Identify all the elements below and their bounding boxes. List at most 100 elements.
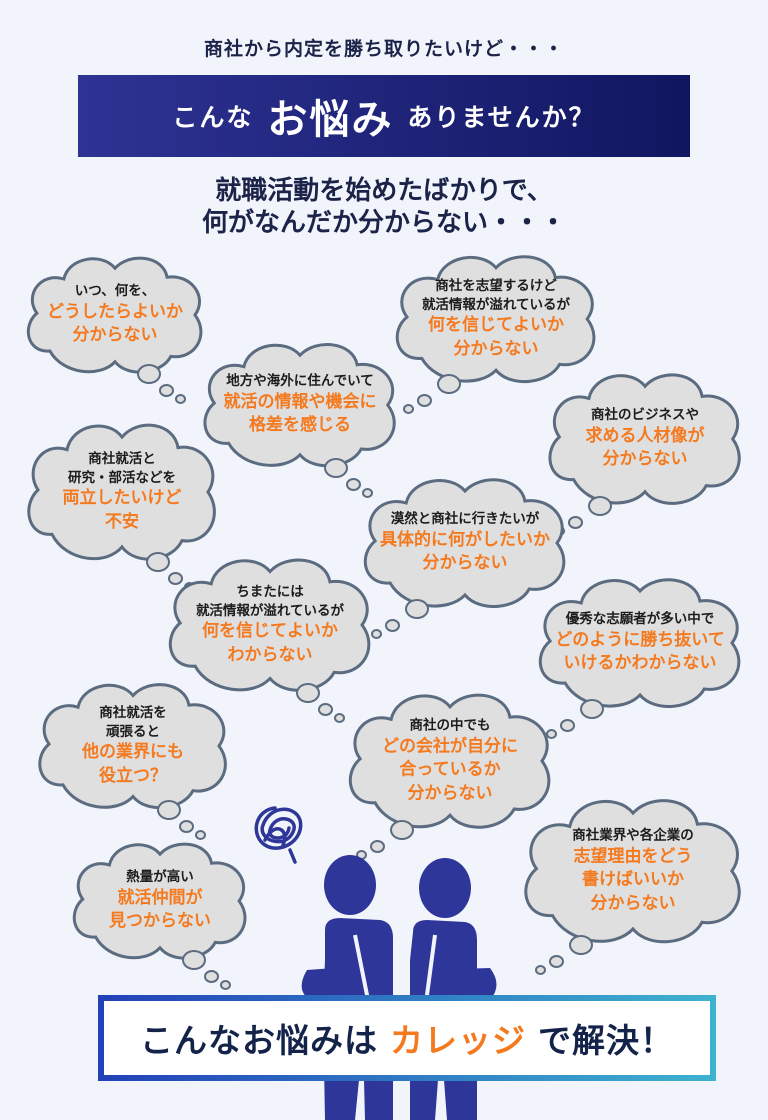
thought-cloud: いつ、何を、どうしたらよいか分からない — [22, 252, 208, 404]
thought-cloud: ちまたには就活情報が溢れているが何を信じてよいかわからない — [163, 553, 377, 723]
cloud-tail-bubble — [204, 970, 220, 983]
cloud-text-orange: 両立したいけど — [62, 488, 182, 509]
cloud-text-orange: わからない — [227, 644, 313, 665]
cloud-tail-bubble — [295, 683, 320, 703]
cloud-text: ちまたには就活情報が溢れているが何を信じてよいかわからない — [163, 583, 377, 667]
cloud-shape — [163, 553, 377, 697]
cloud-tail-bubble — [220, 980, 232, 990]
cloud-text-orange: 役立つ？ — [99, 765, 167, 786]
cloud-shape — [358, 473, 572, 613]
thought-cloud: 熱量が高い就活仲間が見つからない — [68, 838, 252, 990]
thought-cloud: 優秀な志願者が多い中でどのように勝ち抜いていけるかわからない — [533, 573, 747, 739]
cloud-text-orange: 志望理由をどう — [573, 846, 693, 867]
cloud-shape — [68, 838, 252, 964]
brand-name: カレッジ — [390, 1021, 526, 1060]
cloud-tail-bubble — [333, 713, 345, 723]
headline-banner: こんな お悩み ありませんか？ — [78, 75, 690, 157]
cloud-text: 商社就活を頑張ると他の業界にも役立つ？ — [33, 704, 233, 788]
cloud-tail-bubble — [324, 458, 349, 478]
cloud-text-black: 地方や海外に住んでいて — [226, 373, 374, 390]
cloud-text-black: 商社就活を — [99, 704, 167, 721]
cloud-text-orange: 何を信じてよいか — [202, 621, 338, 642]
cloud-shape — [22, 418, 222, 566]
cloud-text-orange: 何を信じてよいか — [428, 315, 564, 336]
cloud-tail-bubble — [175, 394, 187, 404]
banner-big: お悩み — [267, 97, 394, 143]
cloud-text-orange: どのように勝ち抜いて — [555, 629, 725, 650]
cloud-text-orange: 具体的に何がしたいか — [380, 529, 550, 550]
cloud-tail-bubble — [546, 729, 558, 739]
cloud-text-orange: 見つからない — [109, 911, 211, 932]
cloud-tail-bubble — [416, 394, 432, 407]
cloud-text-black: いつ、何を、 — [74, 283, 156, 300]
cloud-tail-bubble — [195, 830, 206, 840]
cloud-tail-bubble — [402, 404, 414, 414]
subtitle-line-1: 就職活動を始めたばかりで、 — [215, 176, 553, 206]
cloud-text: 漠然と商社に行きたいが具体的に何がしたいか分からない — [358, 510, 572, 576]
thought-cloud: 商社業界や各企業の志望理由をどう書けばいいか分からない — [518, 793, 748, 975]
cloud-text: 商社の中でもどの会社が自分に合っているか分からない — [343, 717, 557, 806]
cloud-shape — [390, 250, 602, 388]
cloud-tail-bubble — [436, 374, 461, 394]
cloud-text-orange: 分からない — [590, 893, 676, 914]
cloud-text-black: ちまたには — [236, 583, 304, 600]
cloud-tail-bubble — [179, 820, 194, 833]
banner-post: ありませんか？ — [407, 103, 596, 132]
cloud-text-black: 研究・部活などを — [68, 469, 176, 486]
cloud-tail-bubble — [157, 800, 181, 820]
cloud-shape — [198, 338, 402, 472]
tangled-thought-icon — [254, 806, 303, 864]
cloud-text-black: 商社就活と — [88, 450, 156, 467]
cloud-tail-bubble — [568, 935, 593, 955]
cloud-tail-bubble — [390, 820, 415, 840]
thought-cloud: 商社就活を頑張ると他の業界にも役立つ？ — [33, 678, 233, 840]
cloud-text-black: 熱量が高い — [126, 869, 194, 886]
cloud-text-orange: 合っているか — [399, 759, 501, 780]
cloud-text-black: 就活情報が溢れているが — [421, 296, 571, 313]
cloud-text-orange: 書けばいいか — [582, 869, 684, 890]
cloud-text-orange: いけるかわからない — [563, 653, 717, 674]
cloud-text-orange: 格差を感じる — [249, 415, 351, 436]
cloud-tail-bubble — [146, 552, 170, 572]
cloud-text-orange: どの会社が自分に — [382, 736, 518, 757]
cloud-text-orange: どうしたらよいか — [47, 301, 183, 322]
thought-cloud: 商社就活と研究・部活などを両立したいけど不安 — [22, 418, 222, 592]
thought-cloud: 商社を志望するけど就活情報が溢れているが何を信じてよいか分からない — [390, 250, 602, 414]
cloud-tail-bubble — [534, 965, 546, 975]
cloud-text: 地方や海外に住んでいて就活の情報や機会に格差を感じる — [198, 372, 402, 438]
cloud-text-orange: 分からない — [453, 338, 539, 359]
cloud-tail-bubble — [580, 699, 605, 719]
subtitle-line-2: 何がなんだか分からない・・・ — [201, 208, 566, 238]
cloud-text: 商社を志望するけど就活情報が溢れているが何を信じてよいか分からない — [390, 277, 602, 361]
cloud-shape — [22, 252, 208, 378]
cloud-text-black: 就活情報が溢れているが — [195, 602, 345, 619]
cloud-tail-bubble — [346, 478, 362, 491]
cloud-tail-bubble — [587, 496, 612, 516]
cloud-tail-bubble — [168, 572, 183, 585]
solution-pre: こんなお悩みは — [140, 1021, 378, 1060]
cloud-text-orange: 分からない — [72, 325, 158, 346]
cloud-shape — [343, 688, 557, 834]
cloud-tail-bubble — [370, 840, 386, 853]
cloud-text-orange: 分からない — [602, 449, 688, 470]
lead-text: 商社から内定を勝ち取りたいけど・・・ — [203, 38, 564, 60]
cloud-text-black: 商社のビジネスや — [591, 407, 699, 424]
cloud-text-black: 商社を志望するけど — [435, 277, 557, 294]
cloud-text-black: 商社の中でも — [409, 717, 491, 734]
cloud-tail-bubble — [137, 364, 162, 384]
cloud-text-orange: 分からない — [422, 553, 508, 574]
cloud-text-black: 頑張ると — [106, 723, 160, 740]
cloud-text-orange: 分からない — [407, 783, 493, 804]
cloud-tail-bubble — [405, 599, 430, 619]
solution-post: で解決！ — [538, 1021, 674, 1060]
cloud-tail-bubble — [548, 955, 564, 968]
cloud-tail-bubble — [317, 703, 333, 716]
cloud-tail-bubble — [159, 384, 175, 397]
cloud-text-black: 優秀な志願者が多い中で — [565, 611, 715, 628]
banner-pre: こんな — [172, 103, 254, 132]
cloud-tail-bubble — [371, 629, 383, 639]
cloud-text: いつ、何を、どうしたらよいか分からない — [22, 282, 208, 348]
cloud-text: 商社就活と研究・部活などを両立したいけど不安 — [22, 450, 222, 534]
cloud-text-orange: 就活仲間が — [117, 887, 203, 908]
thought-cloud: 漠然と商社に行きたいが具体的に何がしたいか分からない — [358, 473, 572, 639]
